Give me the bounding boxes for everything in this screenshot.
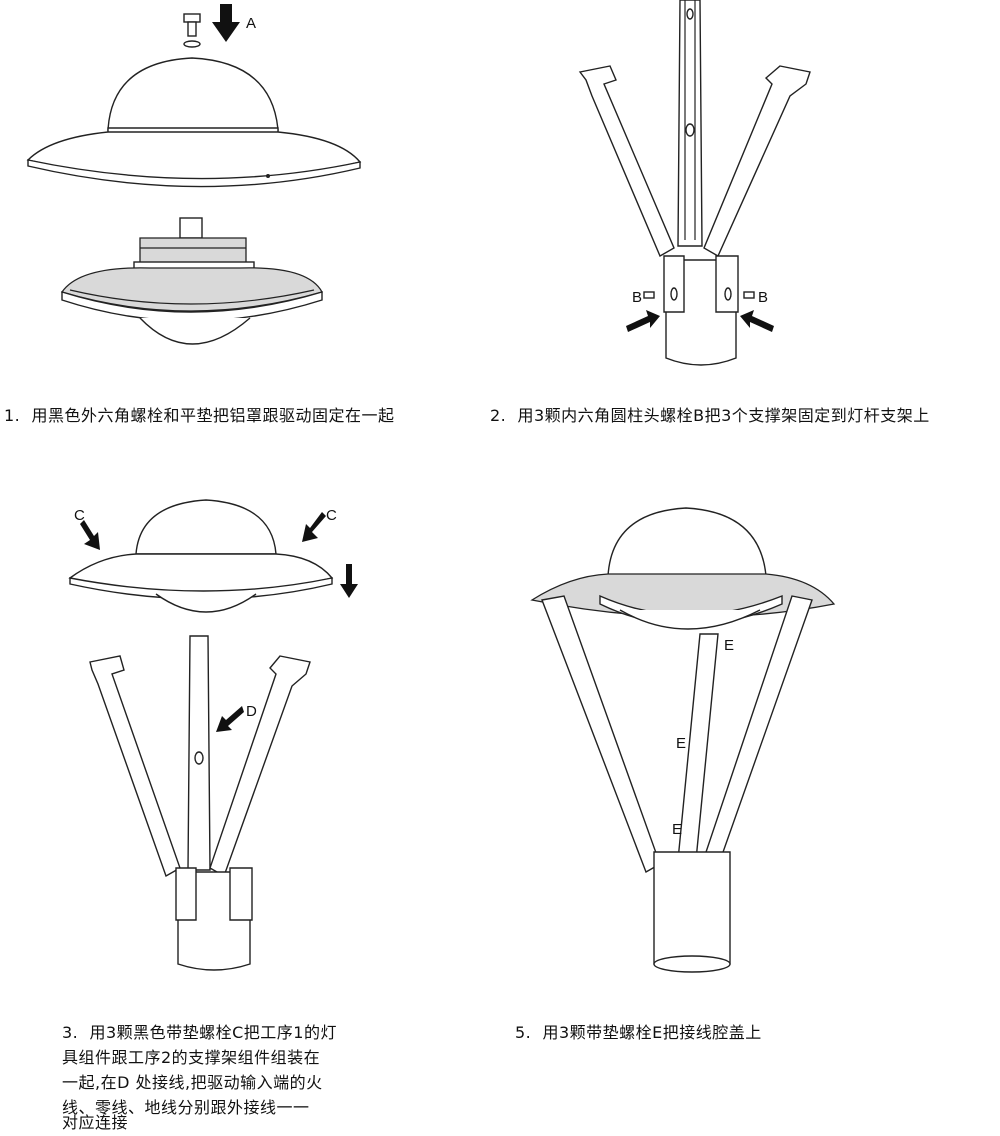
- step3-illustration: C C D: [68, 499, 358, 971]
- label-c-right: C: [326, 507, 337, 524]
- label-d: D: [246, 703, 257, 720]
- label-b-right: B: [758, 289, 768, 306]
- led-driver-heatsink: [60, 217, 323, 345]
- support-arm-center: [677, 0, 703, 247]
- screw-b-left: [643, 291, 655, 299]
- hex-bolt: [183, 13, 201, 48]
- step3-caption-line-2: 具组件跟工序2的支撑架组件组装在: [62, 1048, 321, 1067]
- arrow-right-icon: [626, 310, 660, 332]
- step3-caption-line-3: 一起,在D 处接线,把驱动输入端的火: [62, 1073, 323, 1092]
- lamp-assembly: [68, 499, 334, 613]
- arrow-d-icon: [216, 706, 244, 732]
- step5-illustration: E E E: [530, 507, 836, 973]
- support-arm-right: [703, 65, 811, 257]
- support-arm-left: [541, 595, 661, 874]
- screw-b-right: [743, 291, 755, 299]
- arrow-down-icon: [340, 564, 358, 598]
- pole-adapter: [653, 851, 731, 972]
- support-arm-left: [89, 655, 181, 878]
- step3-caption-line-1: 3. 用3颗黑色带垫螺栓C把工序1的灯: [62, 1023, 337, 1042]
- step5-caption: 5. 用3颗带垫螺栓E把接线腔盖上: [515, 1023, 762, 1042]
- support-arm-right: [209, 655, 311, 878]
- step1-caption: 1. 用黑色外六角螺栓和平垫把铝罩跟驱动固定在一起: [4, 406, 395, 425]
- label-b-left: B: [632, 289, 642, 306]
- step2-caption: 2. 用3颗内六角圆柱头螺栓B把3个支撑架固定到灯杆支架上: [490, 406, 930, 425]
- arrow-c-right-icon: [302, 512, 326, 542]
- assembled-lamp: [530, 507, 836, 630]
- label-c-left: C: [74, 507, 85, 524]
- support-arm-right: [701, 595, 813, 874]
- label-a: A: [246, 15, 256, 32]
- arrow-down-icon: [212, 4, 240, 42]
- arrow-c-left-icon: [80, 520, 100, 550]
- arrow-left-icon: [740, 310, 774, 332]
- label-e-1: E: [724, 637, 734, 654]
- label-e-2: E: [676, 735, 686, 752]
- label-e-3: E: [672, 821, 682, 838]
- aluminum-shade: [26, 57, 362, 188]
- step1-illustration: A: [26, 4, 362, 345]
- support-arm-left: [578, 65, 675, 257]
- step3-caption-line-5: 对应连接: [62, 1113, 129, 1132]
- step2-illustration: B B: [578, 0, 811, 366]
- step3-caption-line-4: 线、零线、地线分别跟外接线一一: [62, 1098, 310, 1117]
